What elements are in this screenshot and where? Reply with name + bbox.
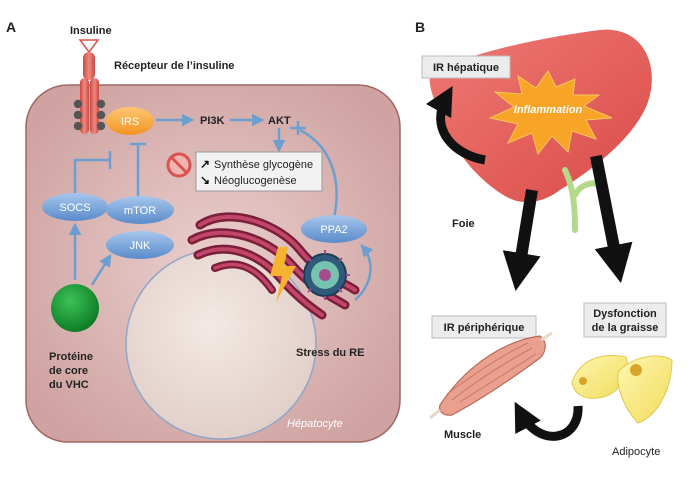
insulin-label: Insuline [70, 25, 112, 37]
arrow-liver-muscle [502, 189, 541, 292]
akt-label: AKT [268, 115, 291, 127]
ir-peripheral-box [431, 315, 537, 339]
receptor-label: Récepteur de l’insuline [114, 60, 234, 72]
socs-node [42, 193, 108, 221]
down-arrow-icon: ↘ [200, 173, 210, 187]
protein-label-3: du VHC [49, 379, 89, 391]
irs-label: IRS [121, 116, 139, 128]
virus-icon [300, 250, 350, 300]
dysfunction-box [583, 302, 667, 338]
dysfunction-label-1: Dysfonction [593, 308, 657, 320]
jnk-label: JNK [130, 240, 151, 252]
synthesis-label: Synthèse glycogène [214, 159, 313, 171]
jnk-node [106, 231, 174, 259]
hcv-core-protein [51, 284, 99, 332]
muscle-label: Muscle [444, 429, 481, 441]
insulin-receptor [73, 39, 106, 134]
hepatocyte-label: Hépatocyte [287, 418, 343, 430]
socs-label: SOCS [59, 202, 90, 214]
neoglucogenesis-label: Néoglucogenèse [214, 175, 297, 187]
muscle-icon [429, 331, 553, 420]
stress-lightning-icon [270, 247, 296, 302]
arrow-hcv-jnk [90, 253, 112, 286]
adipocyte-label: Adipocyte [612, 446, 660, 458]
hepatic-loop-arrow [426, 85, 486, 165]
ir-hepatic-label: IR hépatique [433, 62, 499, 74]
inflammation-burst [488, 70, 613, 156]
up-arrow-icon: ↗ [200, 157, 210, 171]
mtor-node [106, 196, 174, 224]
panel-b-letter: B [415, 19, 425, 35]
arrow-liver-fat [590, 154, 633, 284]
panel-a-letter: A [6, 19, 16, 35]
gallbladder [562, 167, 601, 233]
synthesis-box [195, 151, 323, 192]
ppa2-node [301, 215, 367, 243]
protein-label-2: de core [49, 365, 88, 377]
inflammation-label: Inflammation [514, 104, 583, 116]
mtor-label: mTOR [124, 205, 156, 217]
pi3k-label: PI3K [200, 115, 225, 127]
irs-node [106, 107, 154, 135]
fat-muscle-loop-arrow [514, 401, 583, 441]
stress-label: Stress du RE [296, 347, 364, 359]
arrow-ppa2-akt [299, 128, 338, 219]
inhibit-socs-irs [73, 158, 110, 196]
arrow-er-ppa2 [354, 244, 374, 301]
adipocyte-icon [571, 355, 673, 424]
ir-hepatic-box [421, 55, 511, 79]
foie-label: Foie [452, 218, 475, 230]
ppa2-label: PPA2 [320, 224, 347, 236]
protein-label-1: Protéine [49, 351, 93, 363]
dysfunction-label-2: de la graisse [592, 322, 659, 334]
ir-peripheral-label: IR périphérique [444, 322, 525, 334]
